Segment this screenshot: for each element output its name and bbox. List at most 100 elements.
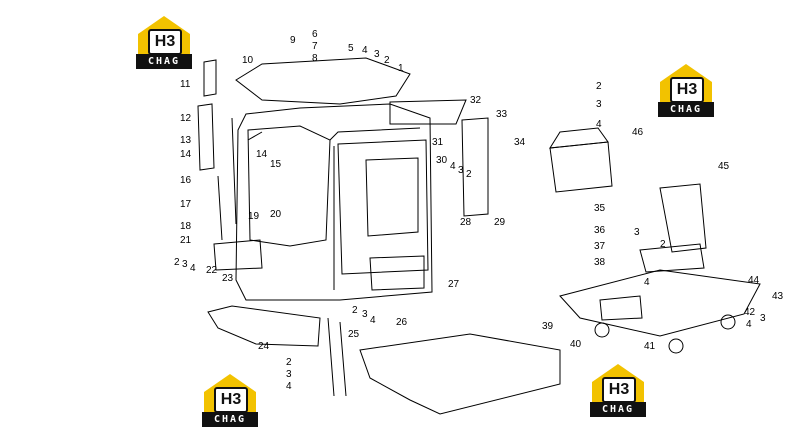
part-label: 3 — [458, 165, 464, 176]
part-label: 4 — [746, 319, 752, 330]
part-label: 20 — [270, 209, 282, 220]
floor-plate — [559, 269, 761, 337]
cab-door-panel — [365, 157, 419, 237]
part-label: 32 — [470, 95, 482, 106]
part-label: 44 — [748, 275, 760, 286]
logo-mark: H3 — [214, 387, 248, 413]
part-label: 8 — [312, 53, 318, 64]
part-label: 29 — [494, 217, 506, 228]
brand-logo-top-right: H3 CHAG — [658, 62, 714, 120]
part-label: 31 — [432, 137, 444, 148]
part-label: 2 — [466, 169, 472, 180]
part-label: 41 — [644, 341, 656, 352]
part-label: 16 — [180, 175, 192, 186]
part-label: 2 — [384, 55, 390, 66]
side-handrail — [217, 117, 237, 241]
brand-logo-top-left: H3 CHAG — [136, 14, 192, 72]
part-label: 19 — [248, 211, 260, 222]
part-label: 30 — [436, 155, 448, 166]
handle-bracket — [197, 103, 215, 171]
cab-door-opening — [337, 139, 429, 275]
part-label: 38 — [594, 257, 606, 268]
part-label: 39 — [542, 321, 554, 332]
part-label: 3 — [286, 369, 292, 380]
brand-logo-bottom-left: H3 CHAG — [202, 372, 258, 430]
part-label: 33 — [496, 109, 508, 120]
logo-brand: CHAG — [202, 412, 258, 427]
part-label: 3 — [182, 259, 188, 270]
part-label: 14 — [256, 149, 268, 160]
part-label: 23 — [222, 273, 234, 284]
part-label: 40 — [570, 339, 582, 350]
part-label: 4 — [286, 381, 292, 392]
part-label: 22 — [206, 265, 218, 276]
part-label: 5 — [348, 43, 354, 54]
cab-roof — [235, 57, 411, 105]
part-label: 12 — [180, 113, 192, 124]
cab-front-glass — [247, 125, 331, 247]
logo-mark: H3 — [148, 29, 182, 55]
part-label: 4 — [190, 263, 196, 274]
part-label: 17 — [180, 199, 192, 210]
logo-brand: CHAG — [590, 402, 646, 417]
part-label: 45 — [718, 161, 730, 172]
cab-lower-panel — [369, 255, 425, 291]
part-label: 3 — [596, 99, 602, 110]
part-label: 13 — [180, 135, 192, 146]
cab-front-frame — [247, 127, 421, 290]
part-label: 11 — [180, 79, 191, 90]
part-label: 34 — [514, 137, 526, 148]
part-label: 3 — [362, 309, 368, 320]
mirror — [203, 59, 217, 97]
logo-brand: CHAG — [658, 102, 714, 117]
control-box-top — [549, 127, 609, 149]
part-label: 10 — [242, 55, 254, 66]
part-label: 6 — [312, 29, 318, 40]
part-label: 1 — [398, 63, 404, 74]
part-label: 9 — [290, 35, 296, 46]
part-label: 15 — [270, 159, 282, 170]
part-label: 4 — [644, 277, 650, 288]
part-label: 27 — [448, 279, 460, 290]
part-label: 4 — [596, 119, 602, 130]
logo-mark: H3 — [602, 377, 636, 403]
part-label: 2 — [174, 257, 180, 268]
part-label: 36 — [594, 225, 606, 236]
part-label: 43 — [772, 291, 784, 302]
part-label: 3 — [634, 227, 640, 238]
cab-right-panel — [461, 117, 489, 217]
cab-body — [235, 103, 433, 301]
part-label: 14 — [180, 149, 192, 160]
part-label: 2 — [286, 357, 292, 368]
part-label: 46 — [632, 127, 644, 138]
part-label: 24 — [258, 341, 270, 352]
logo-brand: CHAG — [136, 54, 192, 69]
floor-mat — [359, 333, 561, 415]
part-label: 4 — [362, 45, 368, 56]
front-fender — [207, 305, 321, 347]
cab-rear-strip — [389, 99, 467, 125]
seat-cushion — [639, 243, 705, 273]
part-label: 25 — [348, 329, 360, 340]
control-box — [549, 141, 613, 193]
part-label: 2 — [596, 81, 602, 92]
mount-right — [720, 314, 736, 330]
console-block — [599, 295, 643, 321]
part-label: 35 — [594, 203, 606, 214]
part-label: 7 — [312, 41, 318, 52]
brand-logo-bottom-right: H3 CHAG — [590, 362, 646, 420]
part-label: 3 — [374, 49, 380, 60]
mount-bottom — [668, 338, 684, 354]
step-assembly — [213, 239, 263, 271]
logo-mark: H3 — [670, 77, 704, 103]
part-label: 18 — [180, 221, 192, 232]
seat-back — [659, 183, 707, 253]
part-label: 3 — [760, 313, 766, 324]
part-label: 2 — [352, 305, 358, 316]
part-label: 4 — [370, 315, 376, 326]
part-label: 28 — [460, 217, 472, 228]
part-label: 42 — [744, 307, 756, 318]
part-label: 26 — [396, 317, 408, 328]
part-label: 21 — [180, 235, 192, 246]
